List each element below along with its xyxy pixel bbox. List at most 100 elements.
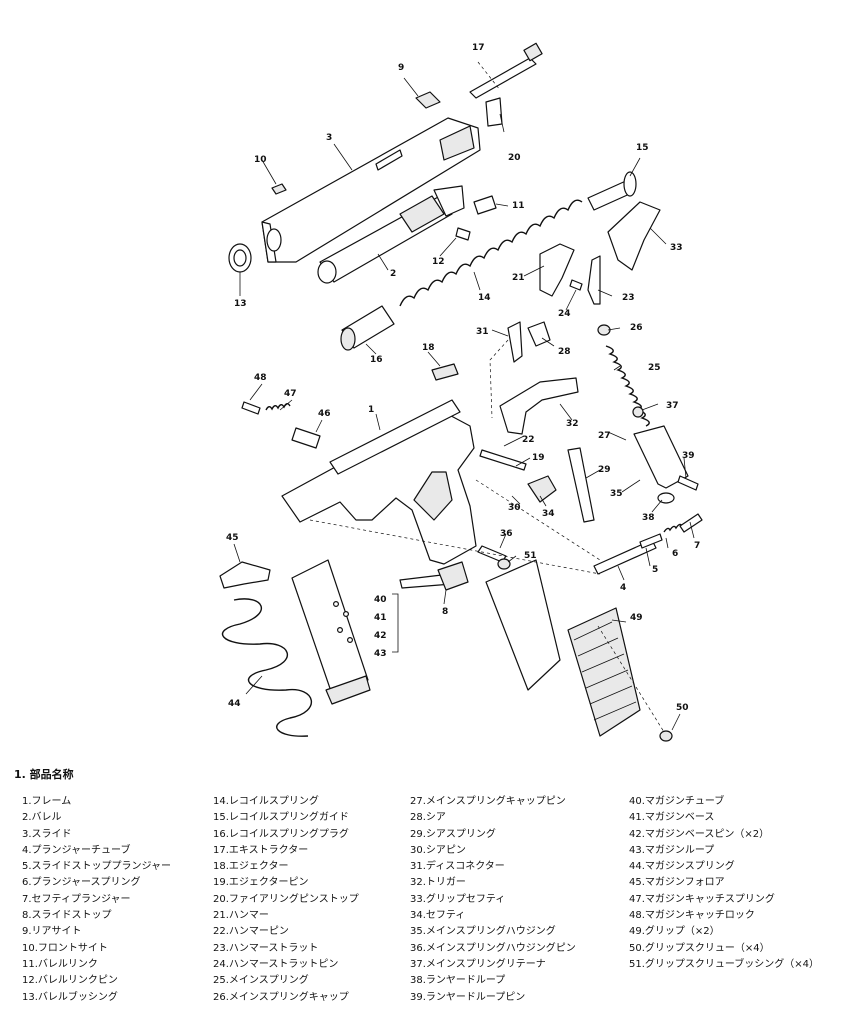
callout-44: 44	[228, 699, 241, 709]
callout-6: 6	[672, 549, 678, 559]
callout-19: 19	[532, 453, 545, 463]
parts-list-column-2: 14.レコイルスプリング 15.レコイルスプリングガイド 16.レコイルスプリン…	[213, 794, 359, 1006]
callout-17: 17	[472, 43, 485, 53]
parts-list-column-4: 40.マガジンチューブ 41.マガジンベース 42.マガジンベースピン（×2） …	[629, 794, 819, 990]
mainspring-housing-part	[633, 425, 689, 489]
exploded-parts-diagram: 17 9 3 20 10 15 11 12 33 2 21 14 23 13 2…	[219, 42, 703, 742]
parts-list-item: 20.ファイアリングピンストップ	[213, 893, 359, 905]
mainspring-retainer-part	[632, 406, 644, 418]
callout-48: 48	[254, 373, 267, 383]
hammer-pin-part	[479, 449, 527, 471]
callout-39: 39	[682, 451, 695, 461]
grip-screw-part	[659, 730, 673, 742]
callout-22: 22	[522, 435, 535, 445]
callout-3: 3	[326, 133, 332, 143]
parts-list-item: 45.マガジンフォロア	[629, 877, 725, 889]
callout-49: 49	[630, 613, 643, 623]
plunger-spring-part	[663, 523, 683, 533]
callout-11: 11	[512, 201, 525, 211]
callout-34: 34	[542, 509, 555, 519]
parts-list-item: 25.メインスプリング	[213, 975, 309, 987]
recoil-spring-part	[399, 199, 583, 307]
parts-list-item: 14.レコイルスプリング	[213, 796, 319, 807]
parts-list-item: 19.エジェクターピン	[213, 877, 309, 889]
parts-list-item: 12.バレルリンクピン	[22, 975, 118, 987]
callout-41: 41	[374, 613, 387, 623]
barrel-link-pin-part	[455, 227, 471, 241]
parts-list-item: 4.プランジャーチューブ	[22, 844, 131, 856]
parts-list-item: 27.メインスプリングキャップピン	[410, 796, 566, 807]
lanyard-loop-pin-part	[677, 475, 699, 491]
parts-list-item: 39.ランヤードループピン	[410, 991, 526, 1003]
magazine-catch-spring-part	[265, 403, 291, 411]
callout-labels: 17 9 3 20 10 15 11 12 33 2 21 14 23 13 2…	[226, 43, 700, 713]
plunger-tube-part	[593, 539, 657, 575]
parts-list-item: 5.スライドストッププランジャー	[22, 861, 172, 873]
parts-list-item: 10.フロントサイト	[22, 942, 108, 954]
callout-35: 35	[610, 489, 623, 499]
hammer-part	[539, 243, 575, 297]
callout-45: 45	[226, 533, 239, 543]
parts-list-item: 28.シア	[410, 812, 446, 824]
callout-33: 33	[670, 243, 683, 253]
parts-list-item: 50.グリップスクリュー（×4）	[629, 942, 770, 954]
sear-spring-part	[567, 447, 595, 523]
callout-28: 28	[558, 347, 571, 357]
parts-list-item: 15.レコイルスプリングガイド	[213, 812, 349, 824]
callout-47: 47	[284, 389, 297, 399]
parts-list-item: 13.バレルブッシング	[22, 991, 118, 1003]
callout-2: 2	[390, 269, 396, 279]
parts-list-item: 34.セフティ	[410, 910, 466, 922]
safety-plunger-part	[679, 513, 703, 533]
magazine-spring-part	[221, 598, 312, 737]
parts-list-item: 38.ランヤードループ	[410, 975, 506, 987]
magazine-tube-part	[291, 559, 371, 705]
callout-14: 14	[478, 293, 491, 303]
grip-screw-bushing-part	[497, 558, 511, 570]
firing-pin-stop-part	[485, 97, 503, 127]
recoil-spring-plug-part	[340, 305, 395, 351]
parts-list-item: 11.バレルリンク	[22, 958, 98, 970]
callout-32: 32	[566, 419, 579, 429]
callout-15: 15	[636, 143, 649, 153]
parts-list-item: 22.ハンマーピン	[213, 926, 289, 938]
sear-part	[527, 321, 551, 347]
parts-list-title: 1. 部品名称	[14, 768, 74, 781]
parts-list-item: 30.シアピン	[410, 844, 466, 856]
parts-list-item: 6.プランジャースプリング	[22, 877, 141, 889]
callout-46: 46	[318, 409, 331, 419]
parts-list-item: 40.マガジンチューブ	[629, 796, 725, 807]
slide-stop-plunger-part	[639, 533, 663, 549]
parts-list-item: 37.メインスプリングリテーナ	[410, 958, 546, 970]
disconnector-part	[507, 321, 523, 363]
callout-37: 37	[666, 401, 679, 411]
parts-list-item: 1.フレーム	[22, 796, 72, 807]
parts-list-item: 33.グリップセフティ	[410, 893, 506, 905]
parts-list-item: 21.ハンマー	[213, 910, 269, 922]
magazine-catch-lock-part	[241, 401, 261, 415]
grip-left-part	[485, 559, 561, 691]
parts-list-item: 18.エジェクター	[213, 861, 289, 873]
safety-part	[527, 475, 557, 503]
callout-13: 13	[234, 299, 247, 309]
callout-36: 36	[500, 529, 513, 539]
callout-43: 43	[374, 649, 387, 659]
parts-list-column-1: 1.フレーム 2.バレル 3.スライド 4.プランジャーチューブ 5.スライドス…	[22, 794, 171, 1006]
parts-list-item: 26.メインスプリングキャップ	[213, 991, 349, 1003]
callout-31: 31	[476, 327, 489, 337]
slide-stop-part	[399, 561, 469, 591]
callout-27: 27	[598, 431, 611, 441]
callout-24: 24	[558, 309, 571, 319]
parts-list-item: 24.ハンマーストラットピン	[213, 958, 339, 970]
ejector-part	[431, 363, 459, 381]
leader-lines	[233, 61, 695, 733]
recoil-spring-guide-part	[587, 171, 637, 211]
callout-23: 23	[622, 293, 635, 303]
barrel-bushing-part	[228, 243, 252, 273]
parts-list-item: 23.ハンマーストラット	[213, 942, 319, 954]
parts-list-item: 35.メインスプリングハウジング	[410, 926, 556, 938]
callout-12: 12	[432, 257, 445, 267]
callout-4: 4	[620, 583, 626, 593]
callout-38: 38	[642, 513, 655, 523]
callout-20: 20	[508, 153, 521, 163]
